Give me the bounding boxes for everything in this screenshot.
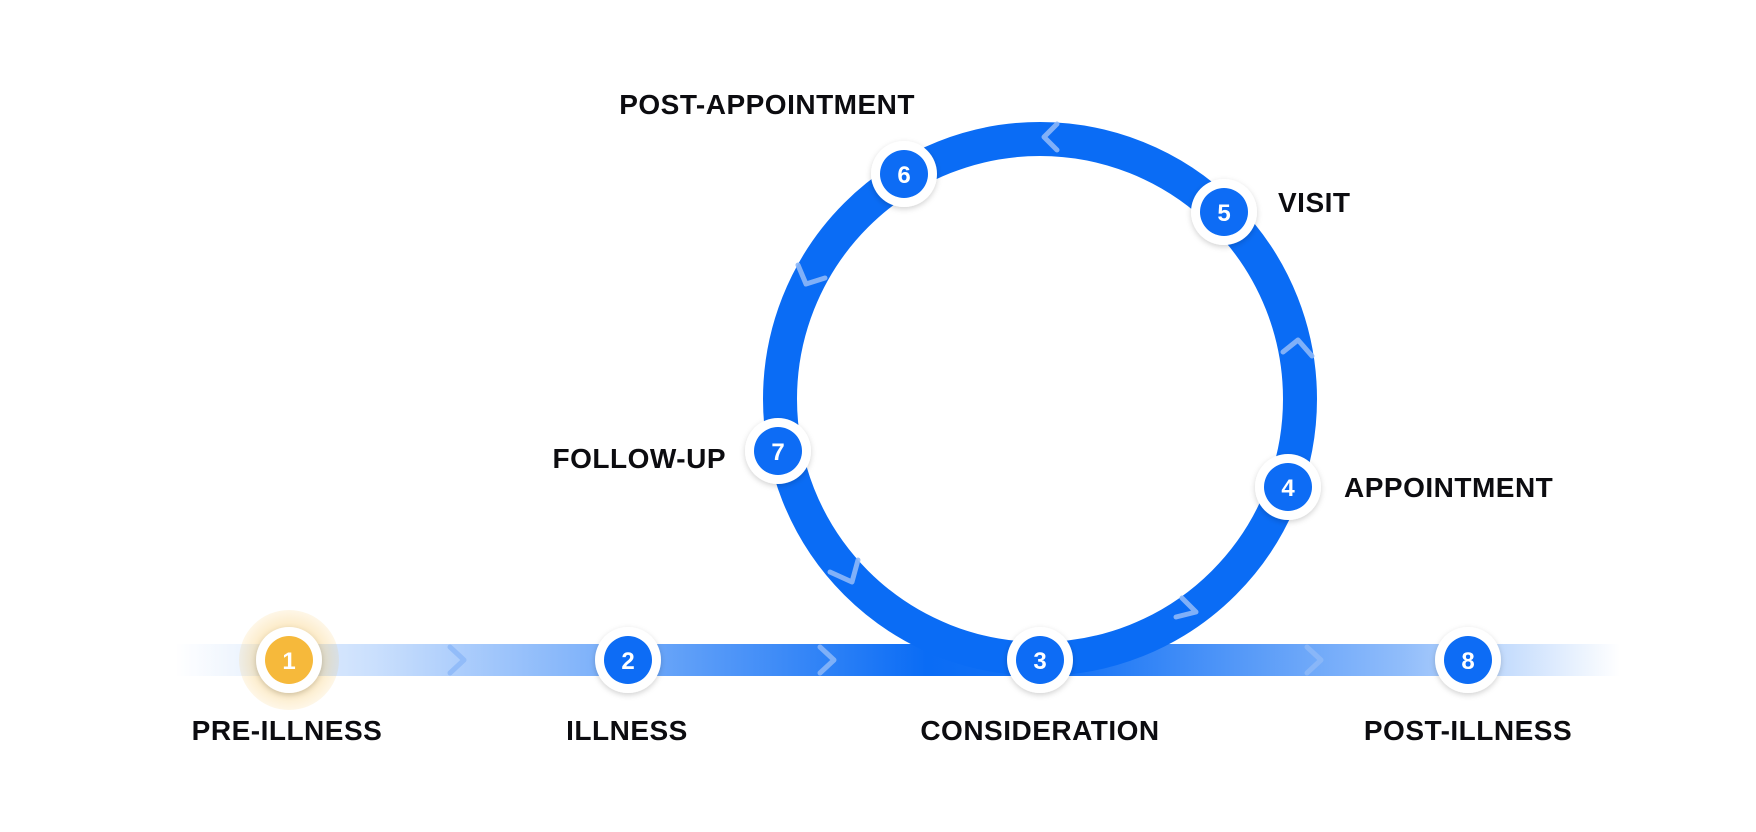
step-label-follow-up: FOLLOW-UP [553,443,726,474]
chevron-icon [1173,595,1199,620]
step-number: 5 [1217,200,1230,227]
step-number: 8 [1461,648,1474,675]
step-label-pre-illness: PRE-ILLNESS [192,715,383,746]
journey-track [175,644,1620,676]
step-label-post-appointment: POST-APPOINTMENT [619,89,915,120]
step-label-appointment: APPOINTMENT [1344,472,1553,503]
chevron-right-icon [1304,644,1324,676]
step-number: 6 [897,162,910,189]
step-node-dot [754,427,802,475]
step-node-visit[interactable]: 5 [1191,179,1257,245]
step-number: 3 [1033,648,1046,675]
step-number: 2 [621,648,634,675]
track-chevrons [447,644,1324,676]
journey-labels: PRE-ILLNESS ILLNESS CONSIDERATION APPOINTME… [192,89,1572,746]
step-label-illness: ILLNESS [566,715,688,746]
step-label-visit: VISIT [1278,187,1351,218]
step-node-dot [1444,636,1492,684]
step-node-appointment[interactable]: 4 [1255,454,1321,520]
chevron-icon [827,557,861,585]
journey-nodes: 1 2 3 4 5 6 7 8 [256,141,1501,693]
step-node-post-appointment[interactable]: 6 [871,141,937,207]
chevron-right-icon [817,644,837,676]
ring-chevrons [795,121,1315,620]
step-node-dot [604,636,652,684]
step-number: 7 [771,439,784,466]
step-node-illness[interactable]: 2 [595,627,661,693]
step-node-dot [1016,636,1064,684]
step-node-dot [1200,188,1248,236]
step-node-consideration[interactable]: 3 [1007,627,1073,693]
step-node-dot [265,636,313,684]
step-number: 4 [1281,475,1295,502]
step-label-post-illness: POST-ILLNESS [1364,715,1572,746]
chevron-right-icon [447,644,467,676]
step-number: 1 [282,648,295,675]
step-node-follow-up[interactable]: 7 [745,418,811,484]
step-node-post-illness[interactable]: 8 [1435,627,1501,693]
step-node-pre-illness[interactable]: 1 [256,627,322,693]
chevron-icon [1280,337,1315,359]
step-node-dot [880,150,928,198]
chevron-icon [1041,121,1060,153]
step-node-dot [1264,463,1312,511]
step-label-consideration: CONSIDERATION [920,715,1159,746]
chevron-icon [795,262,828,287]
